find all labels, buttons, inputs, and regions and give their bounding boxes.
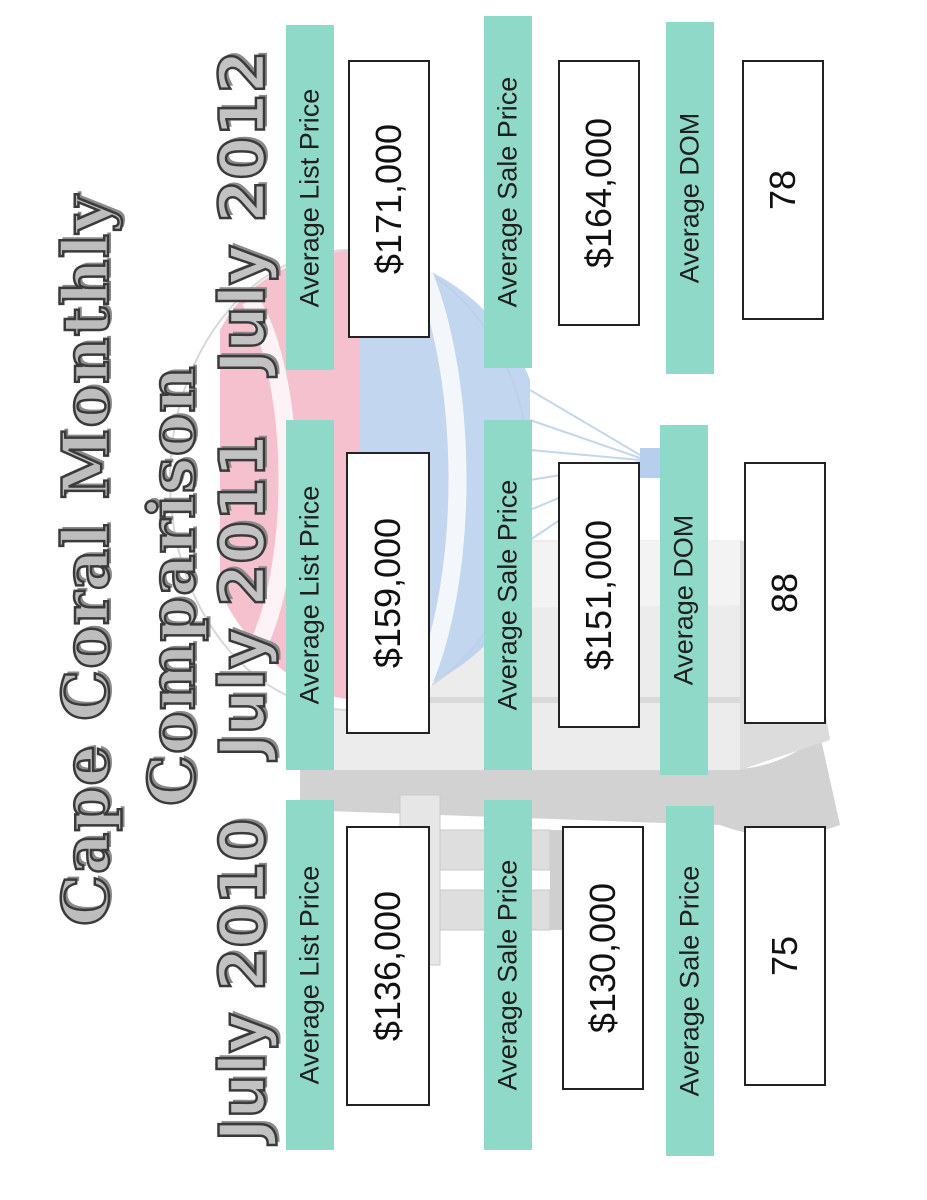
page-subtitle: Comparison	[134, 364, 212, 807]
value-text: $136,000	[367, 890, 408, 1042]
value-text: $130,000	[582, 882, 623, 1034]
value-avg-sale-price-2010: $130,000	[562, 826, 644, 1090]
value-text: 88	[764, 572, 805, 614]
value-avg-list-price-2011: $159,000	[346, 452, 430, 734]
label-text: Average Sale Price	[492, 76, 523, 308]
label-avg-list-price-2011: Average List Price	[286, 420, 334, 770]
label-text: Average DOM	[668, 514, 699, 686]
label-text: Average Sale Price	[492, 859, 523, 1091]
label-avg-sale-price-2012: Average Sale Price	[484, 16, 532, 368]
label-avg-dom-2012: Average DOM	[666, 22, 714, 374]
year-heading-2011: July 2011	[205, 433, 281, 759]
value-avg-dom-2011: 88	[744, 462, 826, 724]
label-avg-dom-2010: Average Sale Price	[666, 806, 714, 1156]
value-text: 78	[762, 169, 803, 211]
label-text: Average DOM	[674, 112, 705, 284]
label-avg-list-price-2010: Average List Price	[286, 800, 334, 1150]
value-avg-dom-2012: 78	[742, 60, 824, 320]
value-text: $164,000	[578, 117, 619, 269]
value-text: $151,000	[578, 519, 619, 671]
label-avg-dom-2011: Average DOM	[660, 425, 708, 775]
label-text: Average Sale Price	[492, 479, 523, 711]
year-heading-2012: July 2012	[205, 49, 281, 375]
value-avg-list-price-2012: $171,000	[348, 60, 430, 338]
label-text: Average List Price	[294, 485, 325, 705]
label-avg-sale-price-2010: Average Sale Price	[484, 800, 532, 1150]
value-avg-dom-2010: 75	[744, 826, 826, 1086]
label-avg-list-price-2012: Average List Price	[286, 25, 334, 370]
label-text: Average List Price	[294, 865, 325, 1085]
value-avg-sale-price-2011: $151,000	[558, 462, 640, 728]
value-text: $171,000	[368, 123, 409, 275]
year-heading-2010: July 2010	[205, 817, 281, 1143]
value-text: 75	[764, 935, 805, 977]
value-avg-sale-price-2012: $164,000	[558, 60, 640, 326]
label-text: Average Sale Price	[674, 865, 705, 1097]
value-text: $159,000	[367, 517, 408, 669]
label-avg-sale-price-2011: Average Sale Price	[484, 420, 532, 770]
value-avg-list-price-2010: $136,000	[346, 826, 430, 1106]
label-text: Average List Price	[294, 88, 325, 307]
page-title: Cape Coral Monthly	[48, 194, 126, 928]
